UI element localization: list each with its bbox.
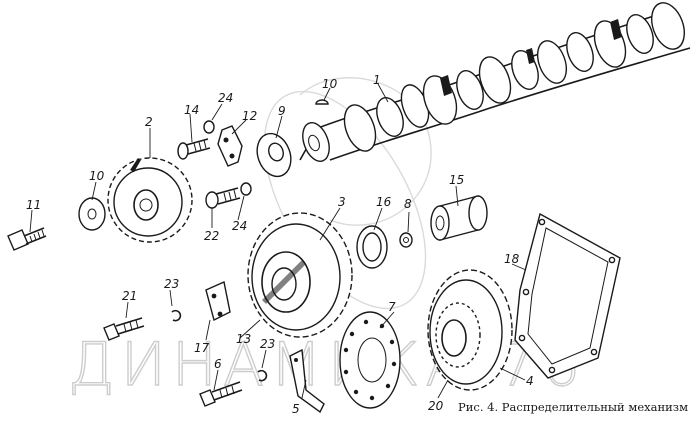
label-3: 3 <box>338 195 346 209</box>
crankshaft-gear <box>107 157 193 243</box>
label-1: 1 <box>373 73 381 87</box>
label-24-lower: 24 <box>232 219 247 233</box>
bolt <box>7 227 47 251</box>
label-10-left: 10 <box>89 169 105 183</box>
label-23-upper: 23 <box>164 277 179 291</box>
camshaft <box>299 2 691 162</box>
label-23-lower: 23 <box>260 337 275 351</box>
spring-clip <box>257 369 268 382</box>
label-21: 21 <box>122 289 137 303</box>
label-22: 22 <box>204 229 219 243</box>
bolt <box>205 187 241 209</box>
sleeve <box>430 195 488 241</box>
label-20: 20 <box>428 399 444 413</box>
label-13: 13 <box>236 332 251 346</box>
label-12: 12 <box>242 109 257 123</box>
label-10-top: 10 <box>322 77 338 91</box>
bolt <box>199 381 243 407</box>
washer <box>78 197 106 231</box>
part-labels: 1 2 3 4 5 6 7 8 9 10 10 11 12 13 14 15 1… <box>26 73 534 416</box>
label-18: 18 <box>504 252 520 266</box>
leader-lines <box>29 83 527 399</box>
bracket <box>205 281 231 322</box>
pulse-disc <box>339 311 401 409</box>
label-4: 4 <box>526 374 534 388</box>
spring-washer <box>203 120 215 134</box>
label-24-upper: 24 <box>218 91 233 105</box>
spring-clip <box>171 309 182 322</box>
oil-nozzle-bracket <box>289 348 325 414</box>
spring-washer <box>240 182 252 196</box>
label-17: 17 <box>194 341 210 355</box>
figure-caption: Рис. 4. Распределительный механизм <box>458 400 688 414</box>
label-16: 16 <box>376 195 392 209</box>
washer <box>356 225 388 269</box>
cover-gasket <box>514 212 621 379</box>
oil-pump-drive-gear <box>427 269 513 391</box>
label-7: 7 <box>388 300 396 314</box>
bolt <box>103 317 145 341</box>
label-9: 9 <box>278 104 286 118</box>
label-2: 2 <box>145 115 153 129</box>
label-11: 11 <box>26 198 41 212</box>
label-8: 8 <box>404 197 412 211</box>
label-5: 5 <box>292 402 300 416</box>
thrust-plate <box>217 125 243 167</box>
thrust-flange <box>256 132 292 178</box>
label-15: 15 <box>449 173 464 187</box>
label-6: 6 <box>214 357 222 371</box>
bolt <box>177 138 211 160</box>
nut <box>399 232 413 248</box>
label-14: 14 <box>184 103 199 117</box>
woodruff-key <box>315 99 329 105</box>
camshaft-gear <box>247 212 353 338</box>
